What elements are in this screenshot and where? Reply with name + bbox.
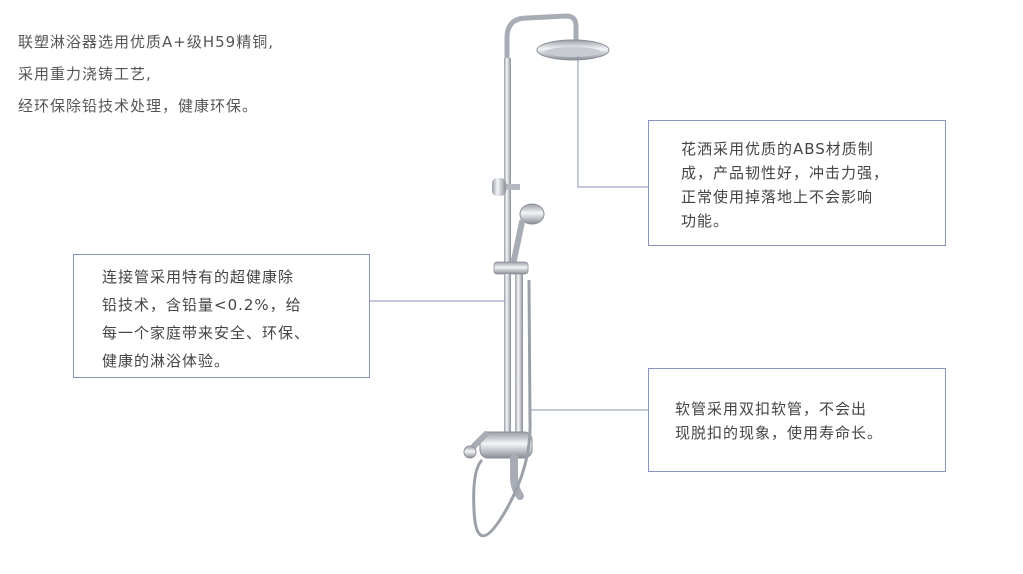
callout-showerhead-line-3: 正常使用掉落地上不会影响 [681, 188, 874, 206]
callout-showerhead-line-1: 花洒采用优质的ABS材质制 [681, 140, 874, 158]
callout-showerhead: 花洒采用优质的ABS材质制 成，产品韧性好，冲击力强， 正常使用掉落地上不会影响… [648, 120, 946, 246]
overhead-arm [504, 13, 579, 60]
wall-bracket [492, 178, 506, 196]
mixer-lever [471, 431, 489, 449]
slide-bar [515, 268, 523, 438]
intro-line-3: 经环保除铅技术处理，健康环保。 [18, 97, 259, 115]
intro-line-2: 采用重力浇铸工艺, [18, 65, 152, 83]
callout-showerhead-line-2: 成，产品韧性好，冲击力强， [681, 164, 890, 182]
tub-spout [510, 454, 524, 500]
callout-pipe-line-1: 连接管采用特有的超健康除 [102, 268, 295, 286]
callout-hose: 软管采用双扣软管，不会出 现脱扣的现象，使用寿命长。 [648, 368, 946, 472]
shower-hose [472, 279, 532, 538]
callout-pipe-line-3: 每一个家庭带来安全、环保、 [102, 324, 311, 342]
callout-pipe: 连接管采用特有的超健康除 铅技术，含铅量<0.2%，给 每一个家庭带来安全、环保… [73, 254, 370, 378]
callout-pipe-line-2: 铅技术，含铅量<0.2%，给 [102, 296, 302, 314]
hand-shower-head [519, 203, 545, 225]
intro-line-1: 联塑淋浴器选用优质A+级H59精铜, [18, 33, 274, 51]
slider-holder [493, 261, 529, 275]
leader-showerhead [577, 56, 648, 188]
callout-hose-line-2: 现脱扣的现象，使用寿命长。 [675, 424, 884, 442]
hand-shower-handle [511, 219, 525, 263]
callout-showerhead-line-4: 功能。 [681, 212, 730, 230]
mixer-valve [479, 431, 533, 459]
callout-pipe-line-4: 健康的淋浴体验。 [102, 352, 231, 370]
callout-hose-line-1: 软管采用双扣软管，不会出 [675, 400, 868, 418]
riser-pipe [504, 58, 511, 268]
intro-text: 联塑淋浴器选用优质A+级H59精铜, 采用重力浇铸工艺, 经环保除铅技术处理，健… [18, 26, 274, 122]
